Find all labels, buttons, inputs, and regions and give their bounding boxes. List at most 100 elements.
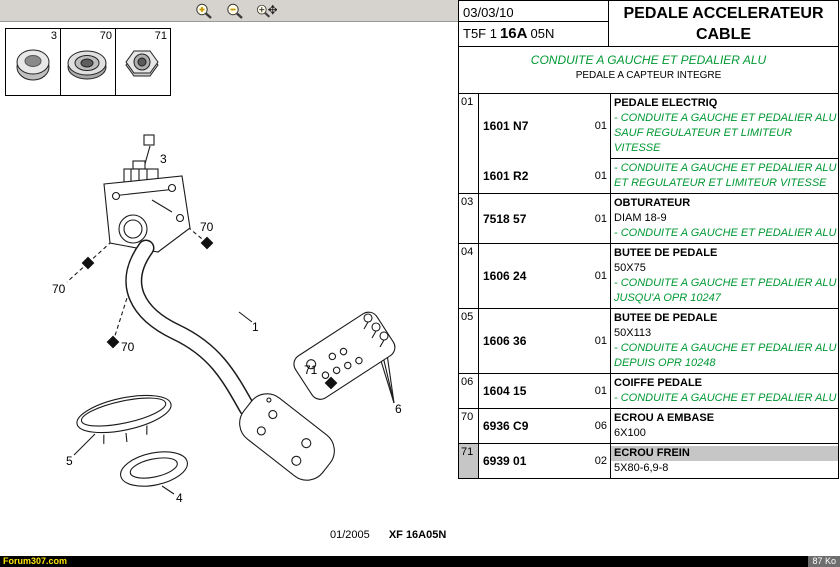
callout-label[interactable]: 6 bbox=[395, 402, 402, 416]
thumbnail-label: 71 bbox=[154, 30, 167, 42]
part-desc-line: - CONDUITE A GAUCHE ET PEDALIER ALU bbox=[614, 227, 837, 239]
mount-bracket bbox=[103, 175, 191, 253]
part-number[interactable]: 1606 24 bbox=[483, 269, 527, 283]
ref-suffix: 05N bbox=[530, 26, 555, 41]
part-desc-line: - CONDUITE A GAUCHE ET PEDALIER ALU bbox=[614, 392, 837, 404]
quantity: 01 bbox=[594, 212, 607, 225]
pedal-assembly-diagram: 3 70 70 70 1 71 6 5 4 bbox=[52, 134, 402, 505]
parts-table: 01 1601 N7 01 PEDALE ELECTRIQ - CONDUITE A G… bbox=[458, 94, 839, 479]
part-desc-line: - CONDUITE A GAUCHE ET PEDALIER ALU bbox=[614, 342, 837, 354]
thumbnail-strip: 3 70 71 bbox=[5, 28, 171, 96]
quantity: 01 bbox=[594, 335, 607, 347]
thumbnail-label: 70 bbox=[99, 30, 112, 42]
part-desc-line: - CONDUITE A GAUCHE ET PEDALIER ALU bbox=[614, 112, 837, 124]
item-ref: 04 bbox=[459, 244, 479, 308]
part-title: ECROU A EMBASE bbox=[614, 412, 715, 424]
part-number[interactable]: 1606 36 bbox=[483, 334, 527, 348]
part-number[interactable]: 1601 R2 bbox=[483, 168, 529, 183]
thumbnail-part-3[interactable]: 3 bbox=[6, 29, 61, 95]
part-title: ECROU FREIN bbox=[611, 446, 838, 461]
callout-label[interactable]: 70 bbox=[52, 282, 66, 296]
zoom-in-icon[interactable] bbox=[193, 2, 215, 20]
pedal-arm bbox=[125, 239, 256, 417]
part-desc-line: SAUF REGULATEUR ET LIMITEUR bbox=[614, 127, 793, 139]
part-number[interactable]: 7518 57 bbox=[483, 211, 527, 226]
quantity: 01 bbox=[594, 385, 607, 397]
part-number[interactable]: 1604 15 bbox=[483, 384, 527, 398]
part-desc-line: VITESSE bbox=[614, 142, 661, 154]
zoom-select-icon[interactable] bbox=[255, 2, 277, 20]
part-title: BUTEE DE PEDALE bbox=[614, 312, 718, 324]
diagram-footer: 01/2005 XF 16A05N bbox=[330, 529, 446, 541]
file-size: 87 Ko bbox=[808, 556, 840, 567]
screws bbox=[363, 313, 389, 348]
quantity: 02 bbox=[594, 455, 607, 467]
lock-nut-icon bbox=[125, 50, 159, 77]
item-ref: 01 bbox=[459, 94, 479, 193]
table-row[interactable]: 70 6936 C9 06 ECROU A EMBASE 6X100 bbox=[459, 408, 838, 443]
coiffe-plate bbox=[293, 311, 396, 400]
fastener-marker bbox=[81, 256, 95, 270]
grommet-icon bbox=[16, 49, 50, 81]
part-desc-line: 50X113 bbox=[614, 327, 652, 339]
part-number[interactable]: 6939 01 bbox=[483, 454, 527, 468]
cover-part-5 bbox=[76, 394, 172, 444]
table-row[interactable]: 01 1601 N7 01 PEDALE ELECTRIQ - CONDUITE A G… bbox=[459, 94, 838, 193]
thumbnail-part-71[interactable]: 71 bbox=[116, 29, 170, 95]
page-title-line1: PEDALE ACCELERATEUR bbox=[623, 5, 824, 22]
item-ref: 06 bbox=[459, 374, 479, 408]
diagram-date: 01/2005 bbox=[330, 529, 370, 541]
fastener-marker bbox=[106, 335, 120, 349]
part-desc-line: 5X80-6,9-8 bbox=[614, 462, 669, 474]
fastener-marker bbox=[324, 376, 338, 390]
quantity: 01 bbox=[594, 169, 607, 182]
callout-label[interactable]: 70 bbox=[200, 220, 214, 234]
callout-label[interactable]: 71 bbox=[304, 363, 318, 377]
zoom-out-icon[interactable] bbox=[224, 2, 246, 20]
part-title: BUTEE DE PEDALE bbox=[614, 247, 718, 259]
part-desc-line: 6X100 bbox=[614, 427, 646, 439]
flanged-nut-icon bbox=[67, 50, 107, 80]
page-title-line2: CABLE bbox=[695, 26, 752, 43]
callout-label[interactable]: 4 bbox=[176, 491, 183, 505]
item-ref: 71 bbox=[459, 444, 479, 478]
part-title: COIFFE PEDALE bbox=[614, 377, 703, 389]
part-desc-line: JUSQU'A OPR 10247 bbox=[614, 292, 721, 304]
variant-note: CONDUITE A GAUCHE ET PEDALIER ALU bbox=[530, 53, 767, 67]
callout-layer: 3 70 70 70 1 71 6 5 4 bbox=[52, 152, 402, 505]
callout-label[interactable]: 5 bbox=[66, 454, 73, 468]
watermark: Forum307.com bbox=[3, 556, 68, 566]
callout-label[interactable]: 1 bbox=[252, 320, 259, 334]
thumbnail-label: 3 bbox=[50, 30, 57, 42]
page-title: PEDALE ACCELERATEUR CABLE bbox=[609, 1, 838, 46]
variant-block: CONDUITE A GAUCHE ET PEDALIER ALU PEDALE… bbox=[459, 47, 838, 93]
part-number[interactable]: 6936 C9 bbox=[483, 419, 529, 433]
sensor-note: PEDALE A CAPTEUR INTEGRE bbox=[575, 70, 722, 81]
quantity: 01 bbox=[594, 270, 607, 282]
ref-prefix: T5F 1 bbox=[463, 26, 497, 41]
ref-section: 16A bbox=[499, 25, 528, 42]
item-ref: 03 bbox=[459, 194, 479, 243]
part-desc-line: DEPUIS OPR 10248 bbox=[614, 357, 716, 369]
doc-date: 03/03/10 bbox=[459, 1, 608, 22]
part-desc-line: DIAM 18-9 bbox=[614, 212, 667, 224]
table-row[interactable]: 06 1604 15 01 COIFFE PEDALE - CONDUITE A GAU… bbox=[459, 373, 838, 408]
part-title: PEDALE ELECTRIQ bbox=[614, 97, 718, 109]
callout-label[interactable]: 70 bbox=[121, 340, 135, 354]
thumbnail-part-70[interactable]: 70 bbox=[61, 29, 116, 95]
table-row[interactable]: 04 1606 24 01 BUTEE DE PEDALE 50X75 - CONDUIT… bbox=[459, 243, 838, 308]
part-desc-line: 50X75 bbox=[614, 262, 646, 274]
part-desc-line: - CONDUITE A GAUCHE ET PEDALIER ALU bbox=[614, 277, 837, 289]
item-ref: 70 bbox=[459, 409, 479, 443]
fastener-marker bbox=[200, 236, 214, 250]
toolbar bbox=[0, 0, 458, 22]
callout-label[interactable]: 3 bbox=[160, 152, 167, 166]
part-desc-line: - CONDUITE A GAUCHE ET PEDALIER ALU bbox=[614, 162, 837, 174]
status-bar: Forum307.com 87 Ko bbox=[0, 556, 840, 567]
quantity: 06 bbox=[594, 420, 607, 432]
part-number[interactable]: 1601 N7 bbox=[483, 119, 529, 133]
